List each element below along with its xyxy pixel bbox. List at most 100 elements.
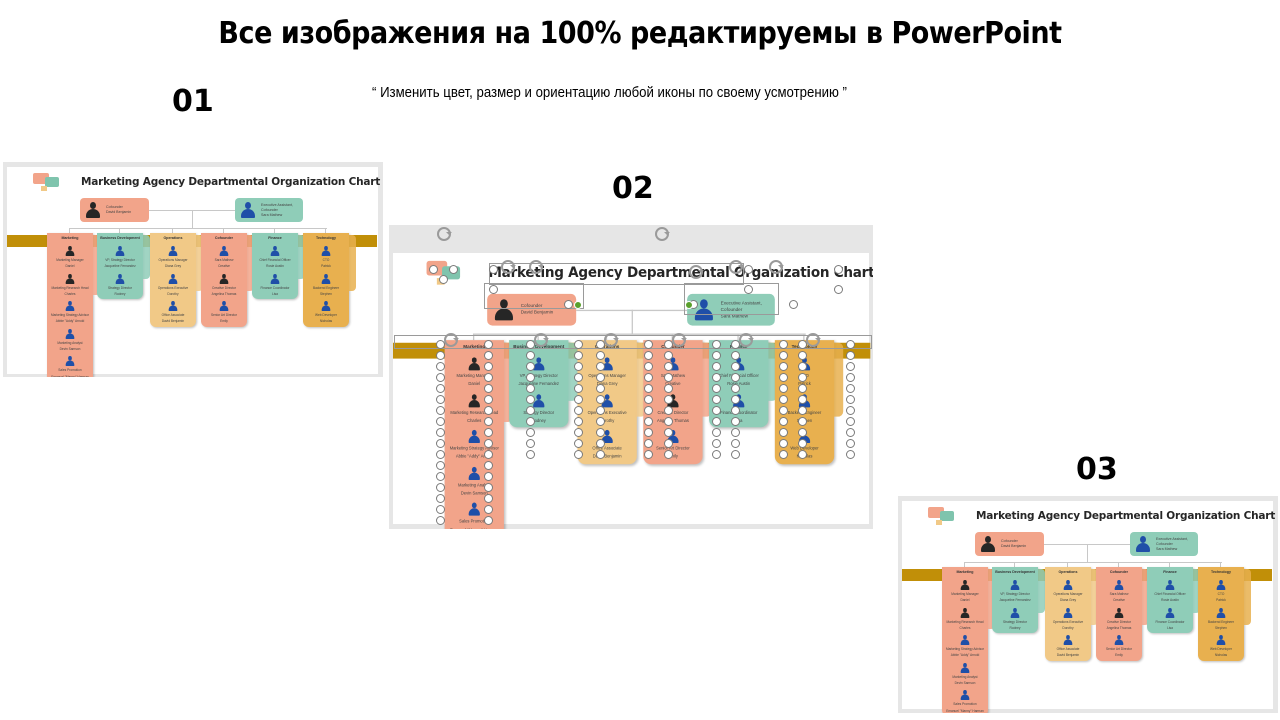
member-role: Backend Engineer xyxy=(312,285,340,290)
person-icon xyxy=(321,301,331,312)
department-name: Technology xyxy=(1211,570,1231,574)
member-name: Jacqueline Fernandez xyxy=(999,598,1031,603)
rotate-handle-icon[interactable] xyxy=(655,227,670,241)
connector-line xyxy=(964,562,1222,563)
logo-shape xyxy=(33,173,49,184)
department-name: Operations xyxy=(163,236,183,240)
department-name: Operations xyxy=(1058,570,1078,574)
rotate-handle-icon[interactable] xyxy=(437,227,452,241)
person-male-icon xyxy=(86,202,100,218)
person-icon xyxy=(798,393,811,407)
slide-thumbnail-02-selected[interactable]: Marketing Agency Departmental Organizati… xyxy=(389,225,873,529)
slide-thumbnail-03[interactable]: Marketing Agency Departmental Organizati… xyxy=(898,496,1278,713)
department-tab xyxy=(1141,569,1149,625)
connector-line xyxy=(631,309,633,334)
person-male-icon xyxy=(981,536,995,552)
member-role: Marketing Strategy Advisor xyxy=(50,313,90,318)
member-role: Strategy Director xyxy=(523,409,555,415)
member-role: Chief Financial Officer xyxy=(718,373,759,379)
slide-thumbnail-01[interactable]: Marketing Agency Departmental Organizati… xyxy=(3,162,383,377)
